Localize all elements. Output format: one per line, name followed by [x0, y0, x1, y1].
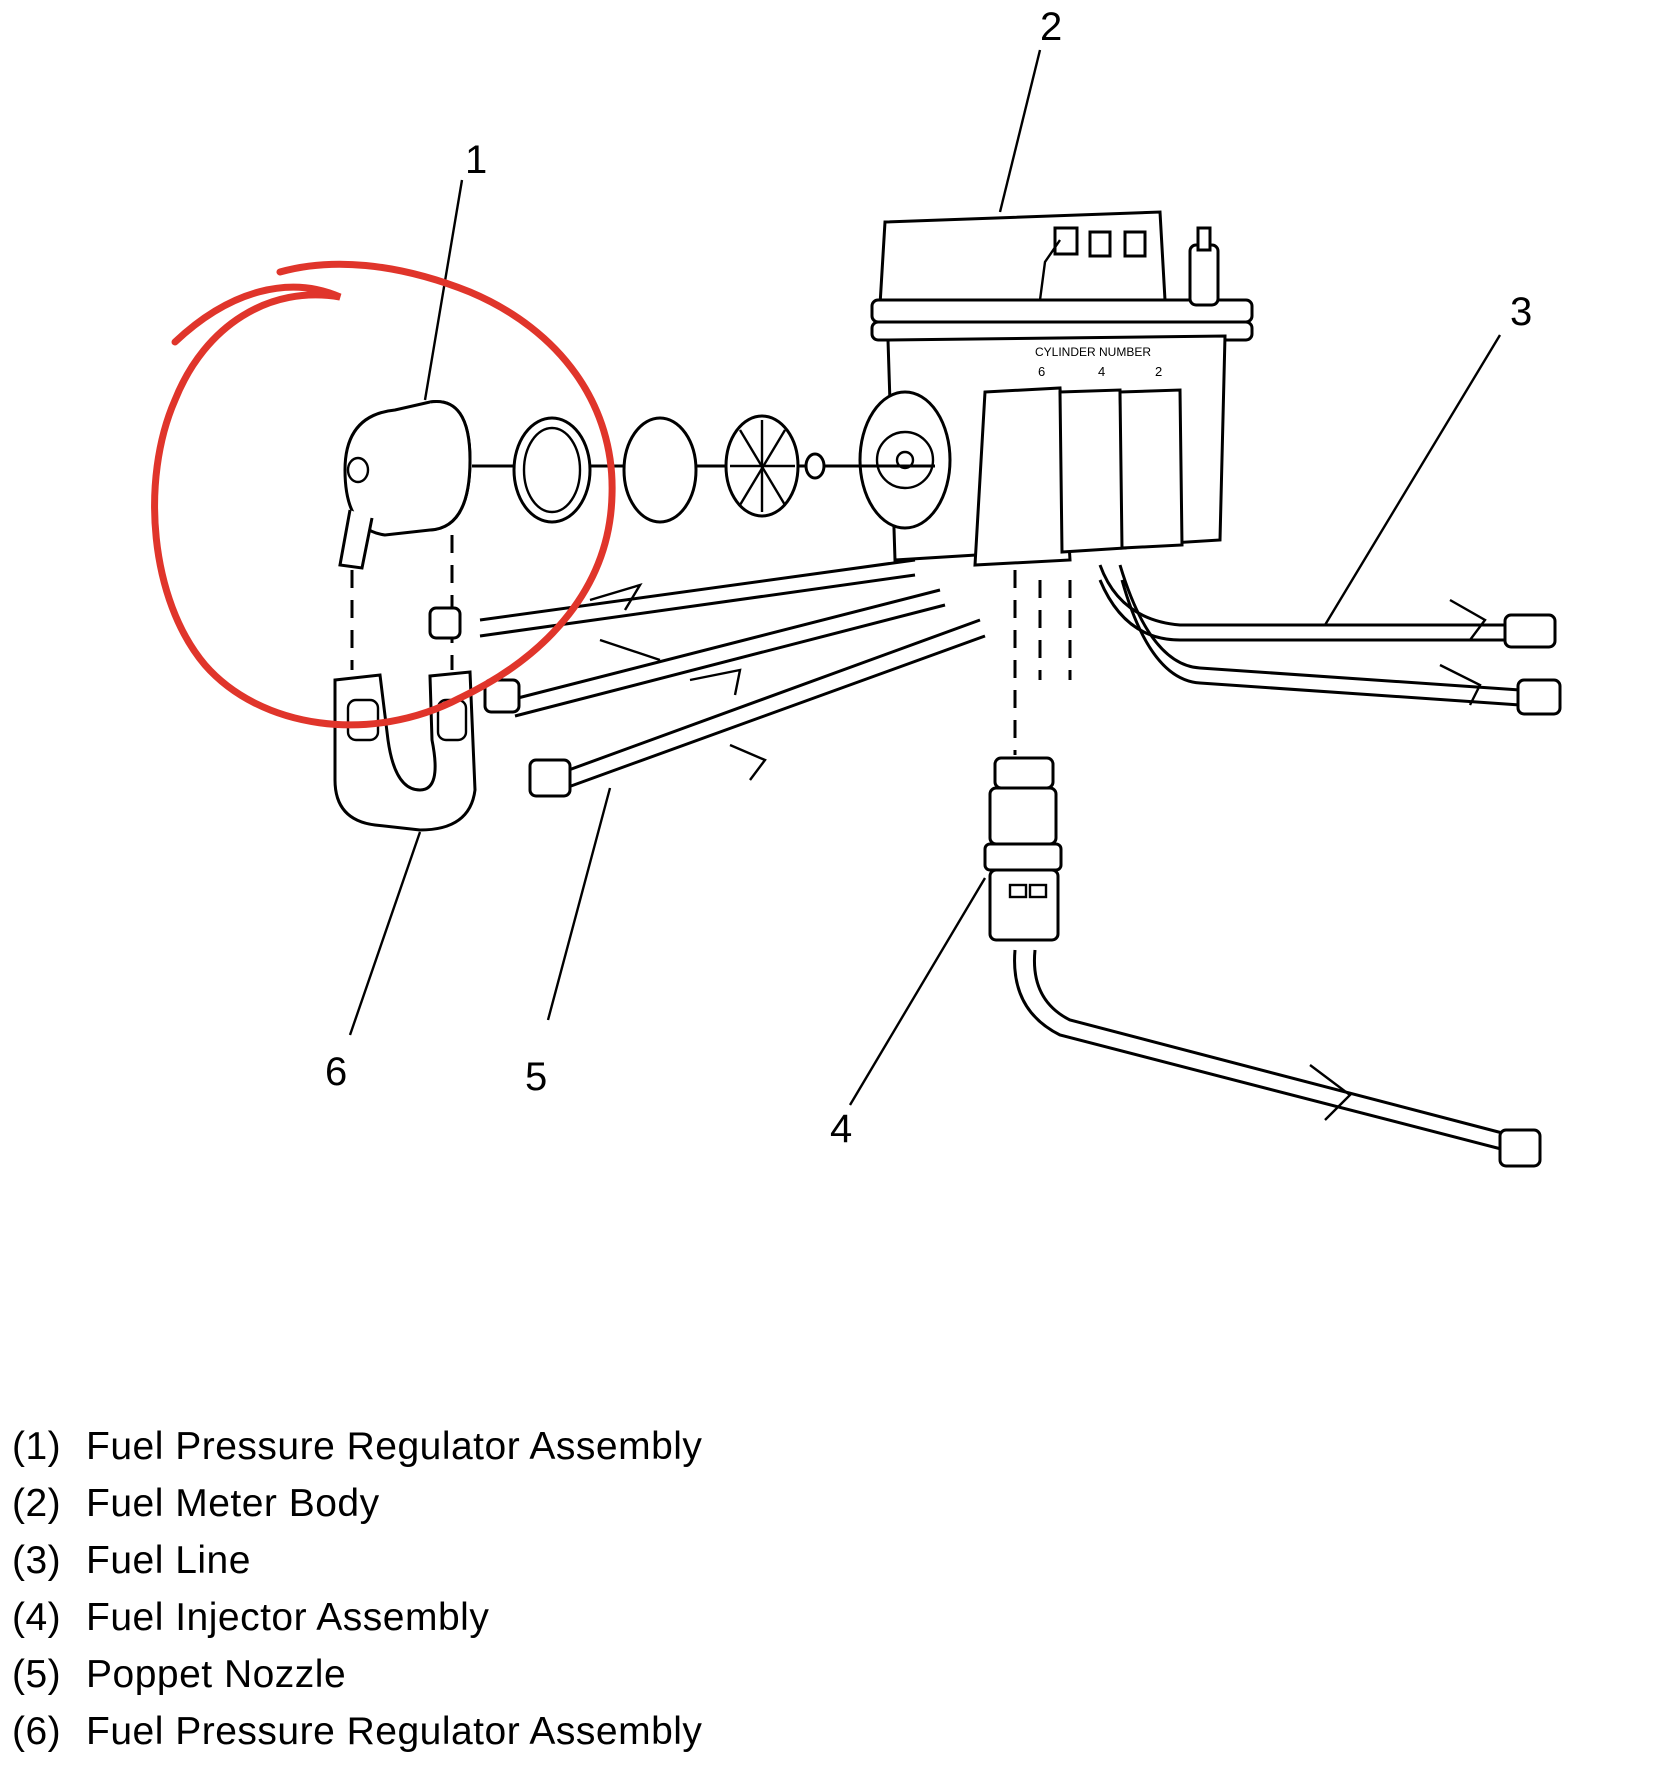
- legend-item: (5) Poppet Nozzle: [12, 1653, 702, 1710]
- legend-item: (3) Fuel Line: [12, 1539, 702, 1596]
- legend-number: (4): [12, 1596, 62, 1639]
- legend-number: (3): [12, 1539, 62, 1582]
- legend-number: (1): [12, 1425, 62, 1468]
- cylinder-number-label: CYLINDER NUMBER: [1035, 345, 1151, 359]
- regulator-clip: [333, 535, 477, 832]
- legend-item: (2) Fuel Meter Body: [12, 1482, 702, 1539]
- fuel-pressure-regulator: [338, 400, 935, 570]
- leader-lines: [348, 49, 1502, 1106]
- cylinder-number-2: 2: [1155, 364, 1162, 379]
- fuel-lines: [428, 558, 1562, 1168]
- legend-number: (6): [12, 1710, 62, 1753]
- fuel-injector-assembly: [983, 570, 1072, 942]
- legend-label: Fuel Pressure Regulator Assembly: [86, 1425, 703, 1468]
- seal-ring-1: [512, 416, 592, 524]
- legend-label: Fuel Line: [86, 1539, 251, 1582]
- legend-number: (5): [12, 1653, 62, 1696]
- legend-item: (4) Fuel Injector Assembly: [12, 1596, 702, 1653]
- cylinder-number-4: 4: [1098, 364, 1105, 379]
- callout-1: 1: [465, 138, 487, 182]
- legend-label: Fuel Injector Assembly: [86, 1596, 490, 1639]
- callout-6: 6: [325, 1050, 347, 1094]
- legend-item: (1) Fuel Pressure Regulator Assembly: [12, 1425, 702, 1482]
- legend-label: Fuel Pressure Regulator Assembly: [86, 1710, 703, 1753]
- legend-label: Poppet Nozzle: [86, 1653, 347, 1696]
- cylinder-number-6: 6: [1038, 364, 1045, 379]
- parts-legend: (1) Fuel Pressure Regulator Assembly (2) F…: [12, 1425, 702, 1767]
- callout-3: 3: [1510, 290, 1532, 334]
- red-annotation-circle: [151, 260, 616, 729]
- callout-5: 5: [525, 1055, 547, 1099]
- callout-4: 4: [830, 1107, 852, 1151]
- legend-number: (2): [12, 1482, 62, 1525]
- filter-screen: [724, 414, 800, 518]
- legend-label: Fuel Meter Body: [86, 1482, 380, 1525]
- callout-2: 2: [1040, 5, 1062, 49]
- fuel-meter-body: CYLINDER NUMBER 6 4 2: [858, 210, 1254, 567]
- small-o-ring: [804, 452, 826, 480]
- seal-ring-2: [622, 416, 698, 524]
- legend-item: (6) Fuel Pressure Regulator Assembly: [12, 1710, 702, 1767]
